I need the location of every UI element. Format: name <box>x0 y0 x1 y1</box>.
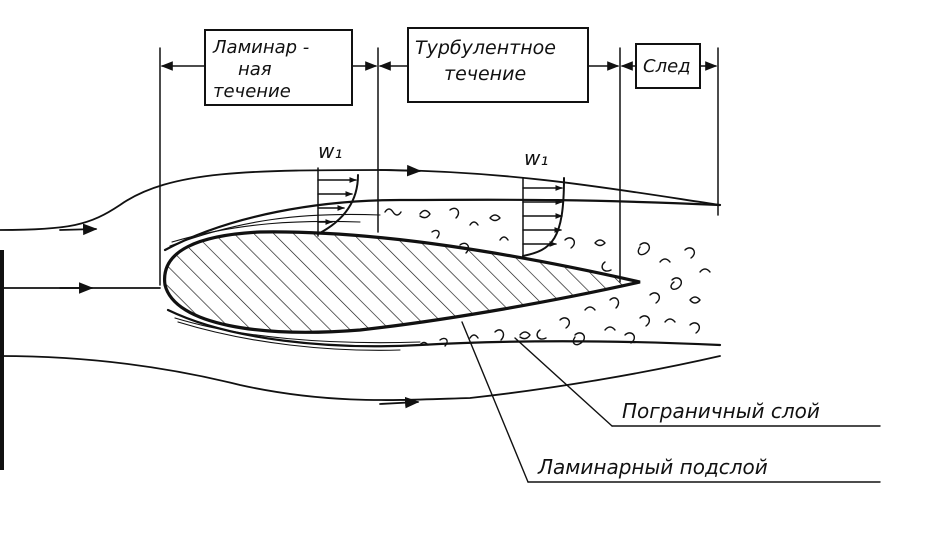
streamlines <box>0 164 721 409</box>
turbulent-flow-zone-box: Турбулентное течение <box>407 27 589 103</box>
turbulent-velocity-profile: w₁ <box>522 146 565 259</box>
laminar-sublayer-leader <box>461 321 529 483</box>
airfoil-profile <box>163 230 641 334</box>
wake-zone-label: След <box>643 56 691 77</box>
zone-dimension-line <box>159 47 719 286</box>
turbulent-velocity-label: w₁ <box>524 146 548 170</box>
boundary-layer-leader <box>514 337 613 427</box>
laminar-zone-label-line3: течение <box>213 81 291 102</box>
turbulence-eddies <box>384 207 711 347</box>
boundary-layer-callout: Пограничный слой <box>622 399 820 423</box>
callout-leaders <box>461 321 881 483</box>
laminar-velocity-label: w₁ <box>318 139 342 163</box>
laminar-flow-zone-box: Ламинар - ная течение <box>204 29 353 106</box>
turbulent-zone-label-line1: Турбулентное <box>415 37 556 59</box>
laminar-sublayer-callout: Ламинарный подслой <box>537 455 768 479</box>
wake-zone-box: След <box>635 43 701 89</box>
laminar-velocity-profile: w₁ <box>317 139 359 237</box>
laminar-zone-label-line2: ная <box>238 59 272 80</box>
turbulent-zone-label-line2: течение <box>444 63 526 85</box>
upper-streamline <box>0 169 721 231</box>
laminar-zone-label-line1: Ламинар - <box>212 37 309 58</box>
laminar-sublayer-lines <box>169 213 421 351</box>
lower-streamline <box>0 355 721 401</box>
bl-outer-edge-top <box>163 198 722 252</box>
